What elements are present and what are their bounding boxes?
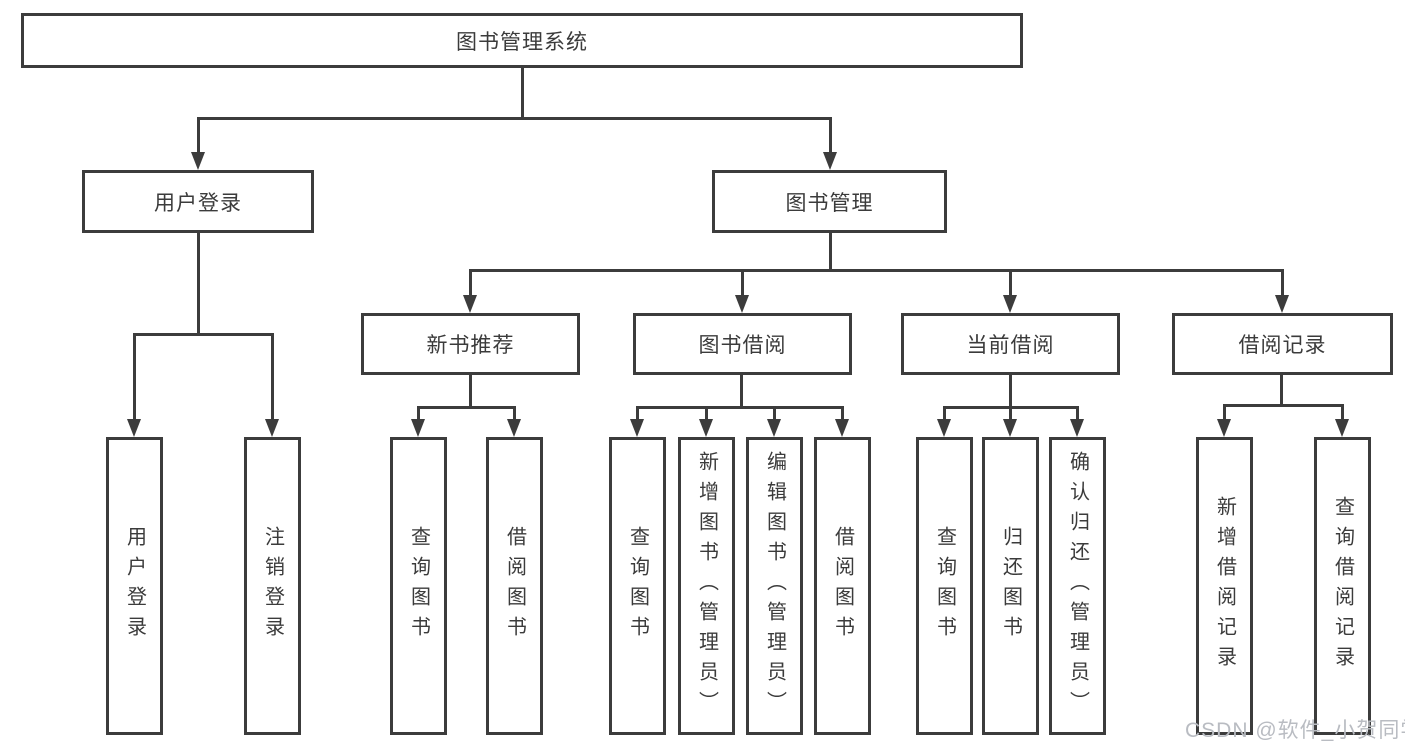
leaf-borrow-books-recommend-label: 借阅图书 — [503, 526, 526, 646]
node-user-login: 用户登录 — [82, 170, 314, 233]
connector-leaf-drop — [1009, 406, 1012, 420]
leaf-query-books-borrow-label: 查询图书 — [626, 526, 649, 646]
arrow-down-icon — [1003, 295, 1017, 313]
connector-leaf-drop — [1341, 404, 1344, 420]
connector-level3-bar — [469, 269, 1283, 272]
connector-group4-drop — [1280, 375, 1283, 406]
node-book-borrow-label: 图书借阅 — [698, 334, 787, 357]
node-book-borrow: 图书借阅 — [633, 313, 852, 375]
connector-group1-drop — [469, 375, 472, 409]
leaf-borrow-books: 借阅图书 — [814, 437, 871, 735]
arrow-down-icon — [127, 419, 141, 437]
arrow-down-icon — [835, 419, 849, 437]
leaf-return-books-label: 归还图书 — [999, 526, 1022, 646]
connector-book-mgmt-drop — [829, 233, 832, 272]
arrow-down-icon — [411, 419, 425, 437]
leaf-logout-label: 注销登录 — [261, 526, 284, 646]
leaf-query-books-current: 查询图书 — [916, 437, 973, 735]
connector-user-login-drop — [197, 233, 200, 335]
arrow-down-icon — [191, 152, 205, 170]
leaf-logout: 注销登录 — [244, 437, 301, 735]
connector-leaf-drop — [636, 406, 639, 420]
leaf-add-books-admin: 新增图书（管理员） — [678, 437, 735, 735]
leaf-query-borrow-record-label: 查询借阅记录 — [1331, 496, 1354, 676]
node-book-management-label: 图书管理 — [785, 191, 874, 215]
arrow-down-icon — [463, 295, 477, 313]
arrow-down-icon — [1335, 419, 1349, 437]
connector-group2-bar — [636, 406, 844, 409]
connector-root-drop — [521, 68, 524, 120]
connector-group3-drop — [1009, 375, 1012, 409]
connector-drop-new-book — [469, 269, 472, 295]
arrow-down-icon — [1217, 419, 1231, 437]
connector-drop-book-borrow — [741, 269, 744, 295]
connector-leaf-drop — [943, 406, 946, 420]
node-current-borrow-label: 当前借阅 — [966, 334, 1055, 357]
leaf-add-books-admin-label: 新增图书（管理员） — [695, 451, 718, 721]
arrow-down-icon — [1275, 295, 1289, 313]
connector-leaf-drop — [705, 406, 708, 420]
arrow-down-icon — [630, 419, 644, 437]
connector-user-login-bar — [133, 333, 274, 336]
connector-leaf-drop — [513, 406, 516, 420]
connector-leaf-drop — [417, 406, 420, 420]
node-borrow-records-label: 借阅记录 — [1238, 334, 1327, 357]
leaf-borrow-books-label: 借阅图书 — [831, 526, 854, 646]
node-library-system: 图书管理系统 — [21, 13, 1023, 68]
leaf-query-books-borrow: 查询图书 — [609, 437, 666, 735]
leaf-borrow-books-recommend: 借阅图书 — [486, 437, 543, 735]
watermark: CSDN @软件_小贺同学 — [1185, 719, 1405, 742]
connector-group4-bar — [1223, 404, 1344, 407]
node-book-management: 图书管理 — [712, 170, 947, 233]
leaf-add-borrow-record: 新增借阅记录 — [1196, 437, 1253, 735]
connector-drop-current-borrow — [1009, 269, 1012, 295]
connector-drop-borrow-records — [1281, 269, 1284, 295]
node-current-borrow: 当前借阅 — [901, 313, 1120, 375]
connector-leaf-drop — [773, 406, 776, 420]
arrow-down-icon — [767, 419, 781, 437]
leaf-query-books-current-label: 查询图书 — [933, 526, 956, 646]
leaf-edit-books-admin-label: 编辑图书（管理员） — [763, 451, 786, 721]
arrow-down-icon — [699, 419, 713, 437]
leaf-query-books-recommend-label: 查询图书 — [407, 526, 430, 646]
connector-leaf-drop — [1076, 406, 1079, 420]
node-new-book-recommend: 新书推荐 — [361, 313, 580, 375]
connector-leaf-drop — [841, 406, 844, 420]
arrow-down-icon — [1070, 419, 1084, 437]
leaf-user-login-label: 用户登录 — [123, 526, 146, 646]
leaf-confirm-return-admin-label: 确认归还（管理员） — [1066, 451, 1089, 721]
leaf-query-borrow-record: 查询借阅记录 — [1314, 437, 1371, 735]
connector-drop-book-mgmt — [829, 117, 832, 155]
connector-group2-drop — [740, 375, 743, 409]
leaf-edit-books-admin: 编辑图书（管理员） — [746, 437, 803, 735]
arrow-down-icon — [507, 419, 521, 437]
leaf-user-login: 用户登录 — [106, 437, 163, 735]
connector-group1-bar — [417, 406, 516, 409]
connector-drop-leaf-logout — [271, 333, 274, 419]
arrow-down-icon — [937, 419, 951, 437]
node-new-book-recommend-label: 新书推荐 — [426, 334, 515, 357]
leaf-return-books: 归还图书 — [982, 437, 1039, 735]
node-borrow-records: 借阅记录 — [1172, 313, 1393, 375]
arrow-down-icon — [735, 295, 749, 313]
arrow-down-icon — [265, 419, 279, 437]
leaf-confirm-return-admin: 确认归还（管理员） — [1049, 437, 1106, 735]
arrow-down-icon — [1003, 419, 1017, 437]
leaf-add-borrow-record-label: 新增借阅记录 — [1213, 496, 1236, 676]
connector-drop-user-login — [197, 117, 200, 155]
node-user-login-label: 用户登录 — [154, 191, 242, 215]
connector-level2-bar — [197, 117, 832, 120]
node-library-system-label: 图书管理系统 — [456, 30, 588, 54]
leaf-query-books-recommend: 查询图书 — [390, 437, 447, 735]
connector-drop-leaf-user-login — [133, 333, 136, 419]
connector-leaf-drop — [1223, 404, 1226, 420]
arrow-down-icon — [823, 152, 837, 170]
